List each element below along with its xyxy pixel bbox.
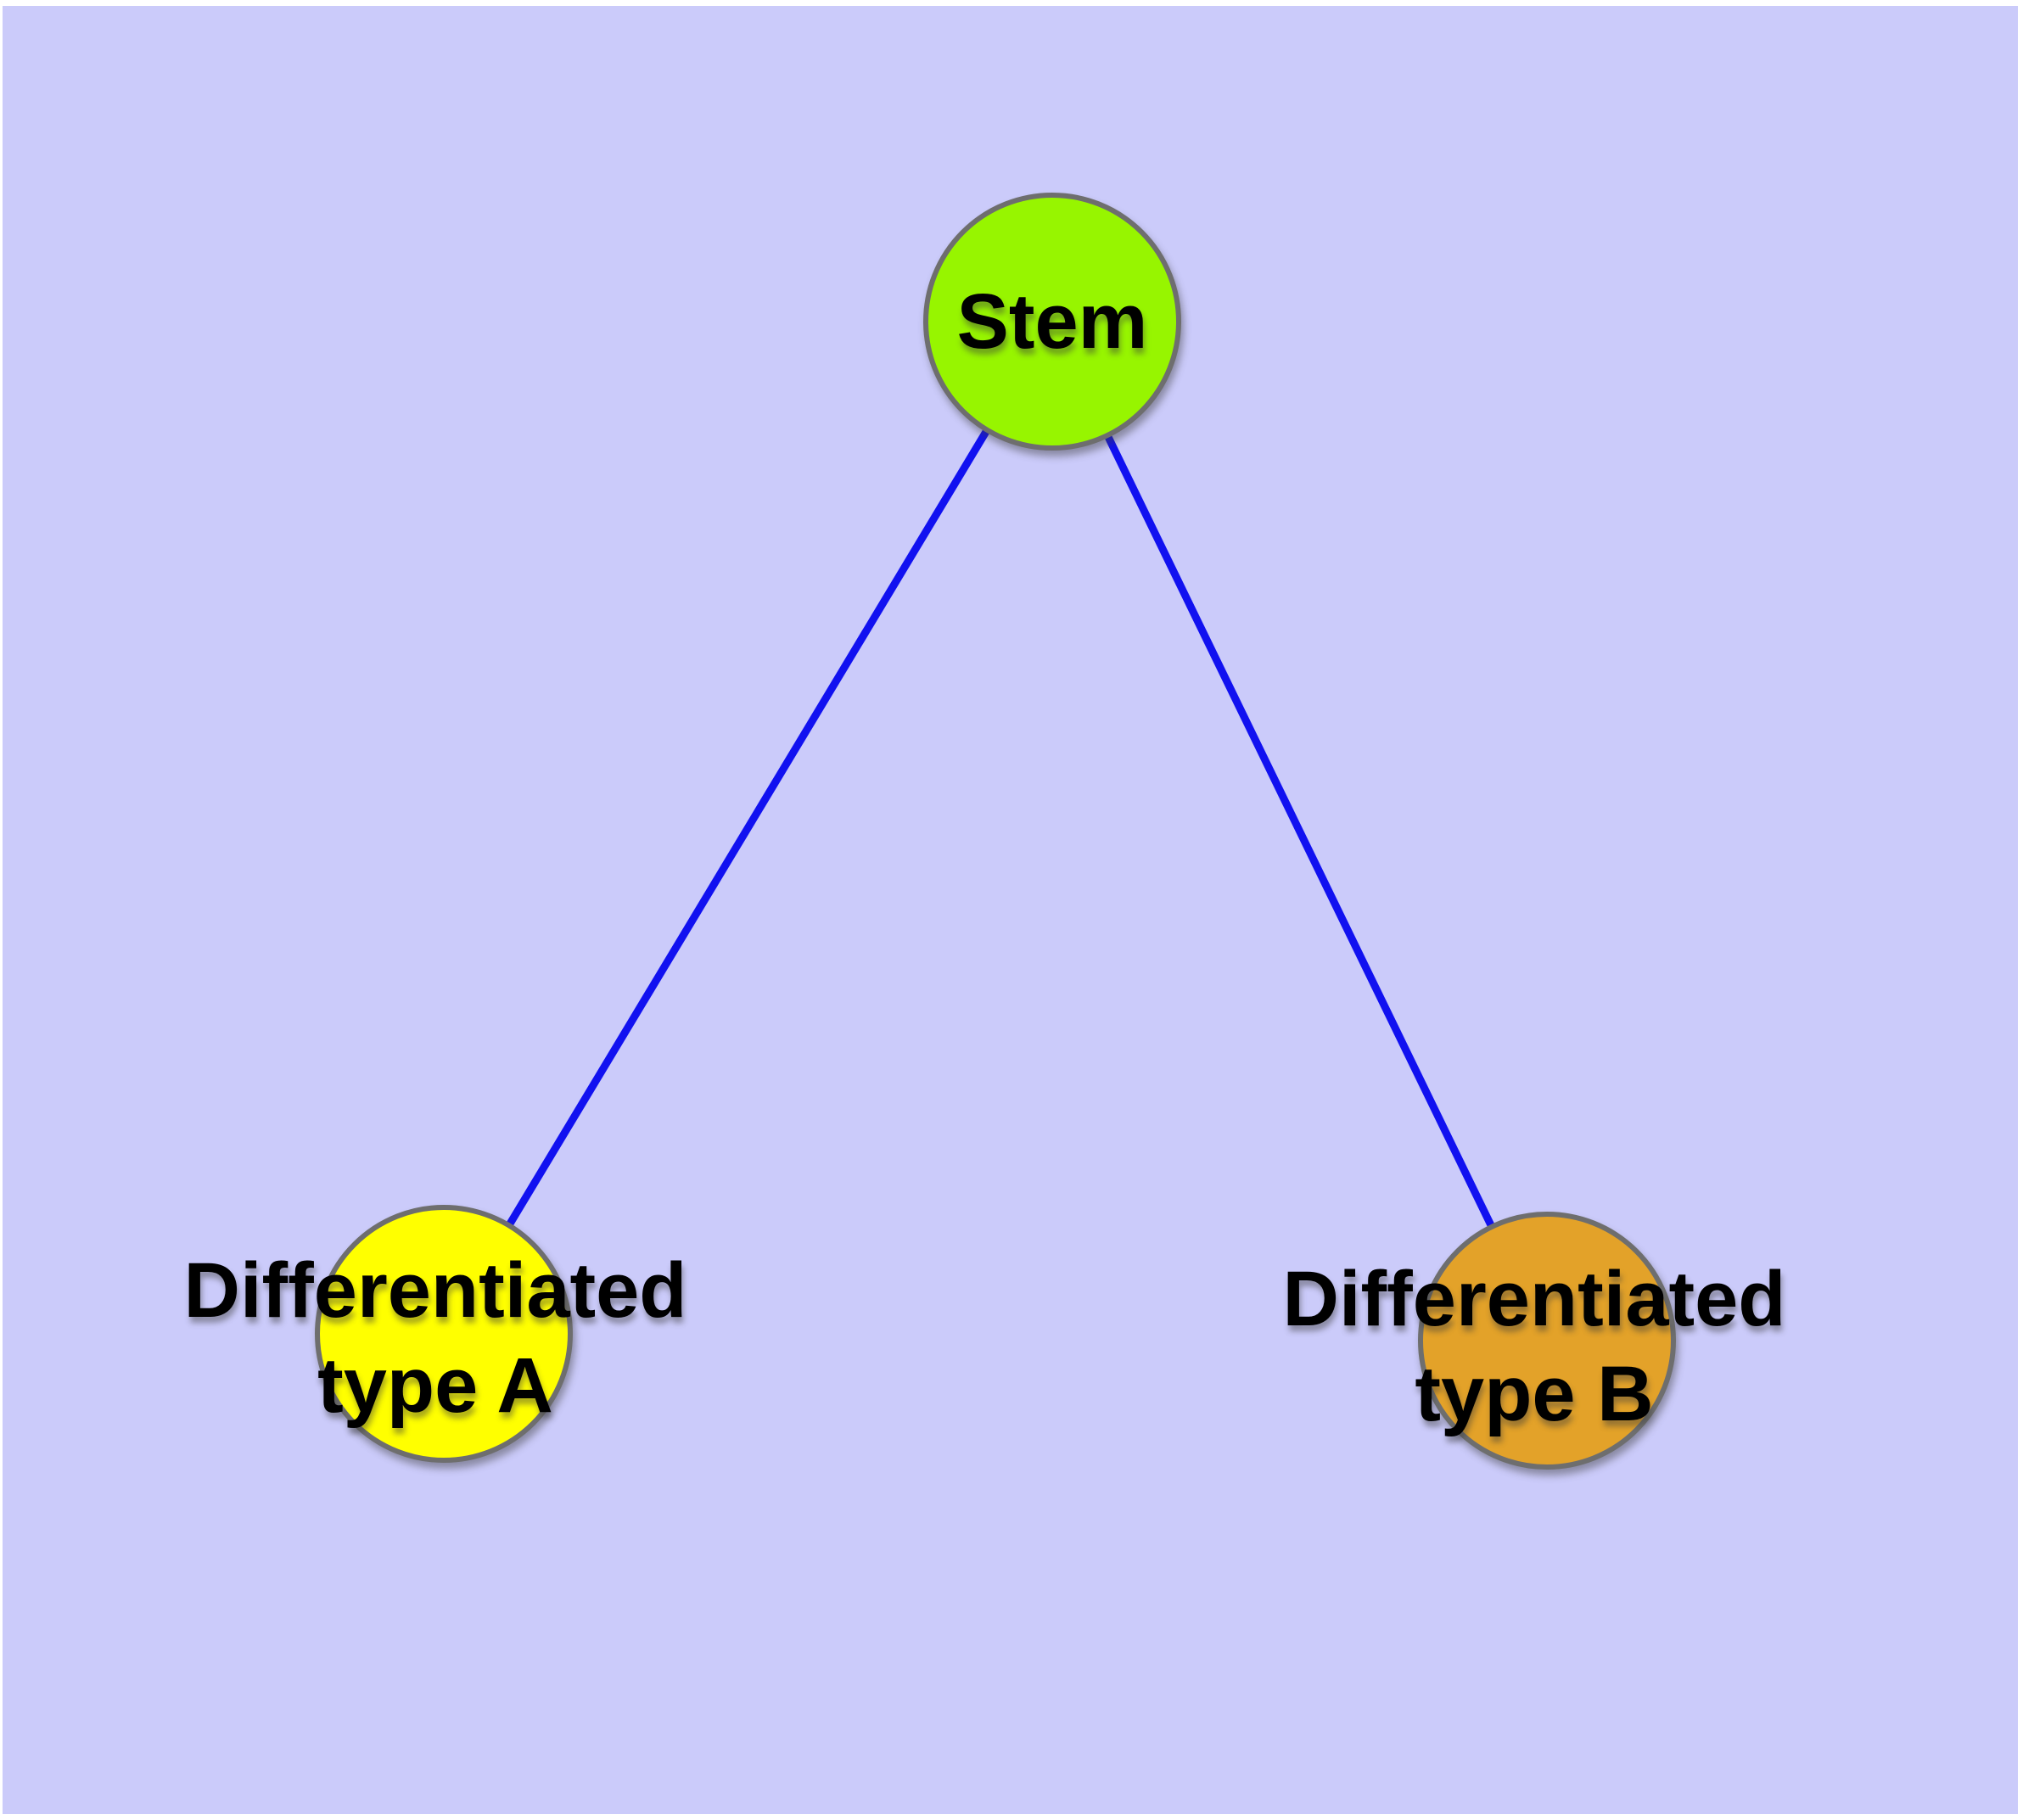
diagram-canvas: Stem Differentiated type A Differentiate… [3,6,2018,1814]
node-stem-label-line: Stem [798,274,1307,369]
edge-stem-typeA [444,322,1052,1334]
node-type-a-label-line1: Differentiated [96,1243,775,1338]
node-type-b-label-line1: Differentiated [1195,1252,1874,1347]
node-type-b-label-line2: type B [1195,1347,1874,1442]
node-type-b-label: Differentiated type B [1195,1252,1874,1442]
node-type-a-label: Differentiated type A [96,1243,775,1433]
edge-stem-typeB [1052,322,1547,1341]
node-type-a-label-line2: type A [96,1338,775,1433]
node-stem-label: Stem [798,274,1307,369]
